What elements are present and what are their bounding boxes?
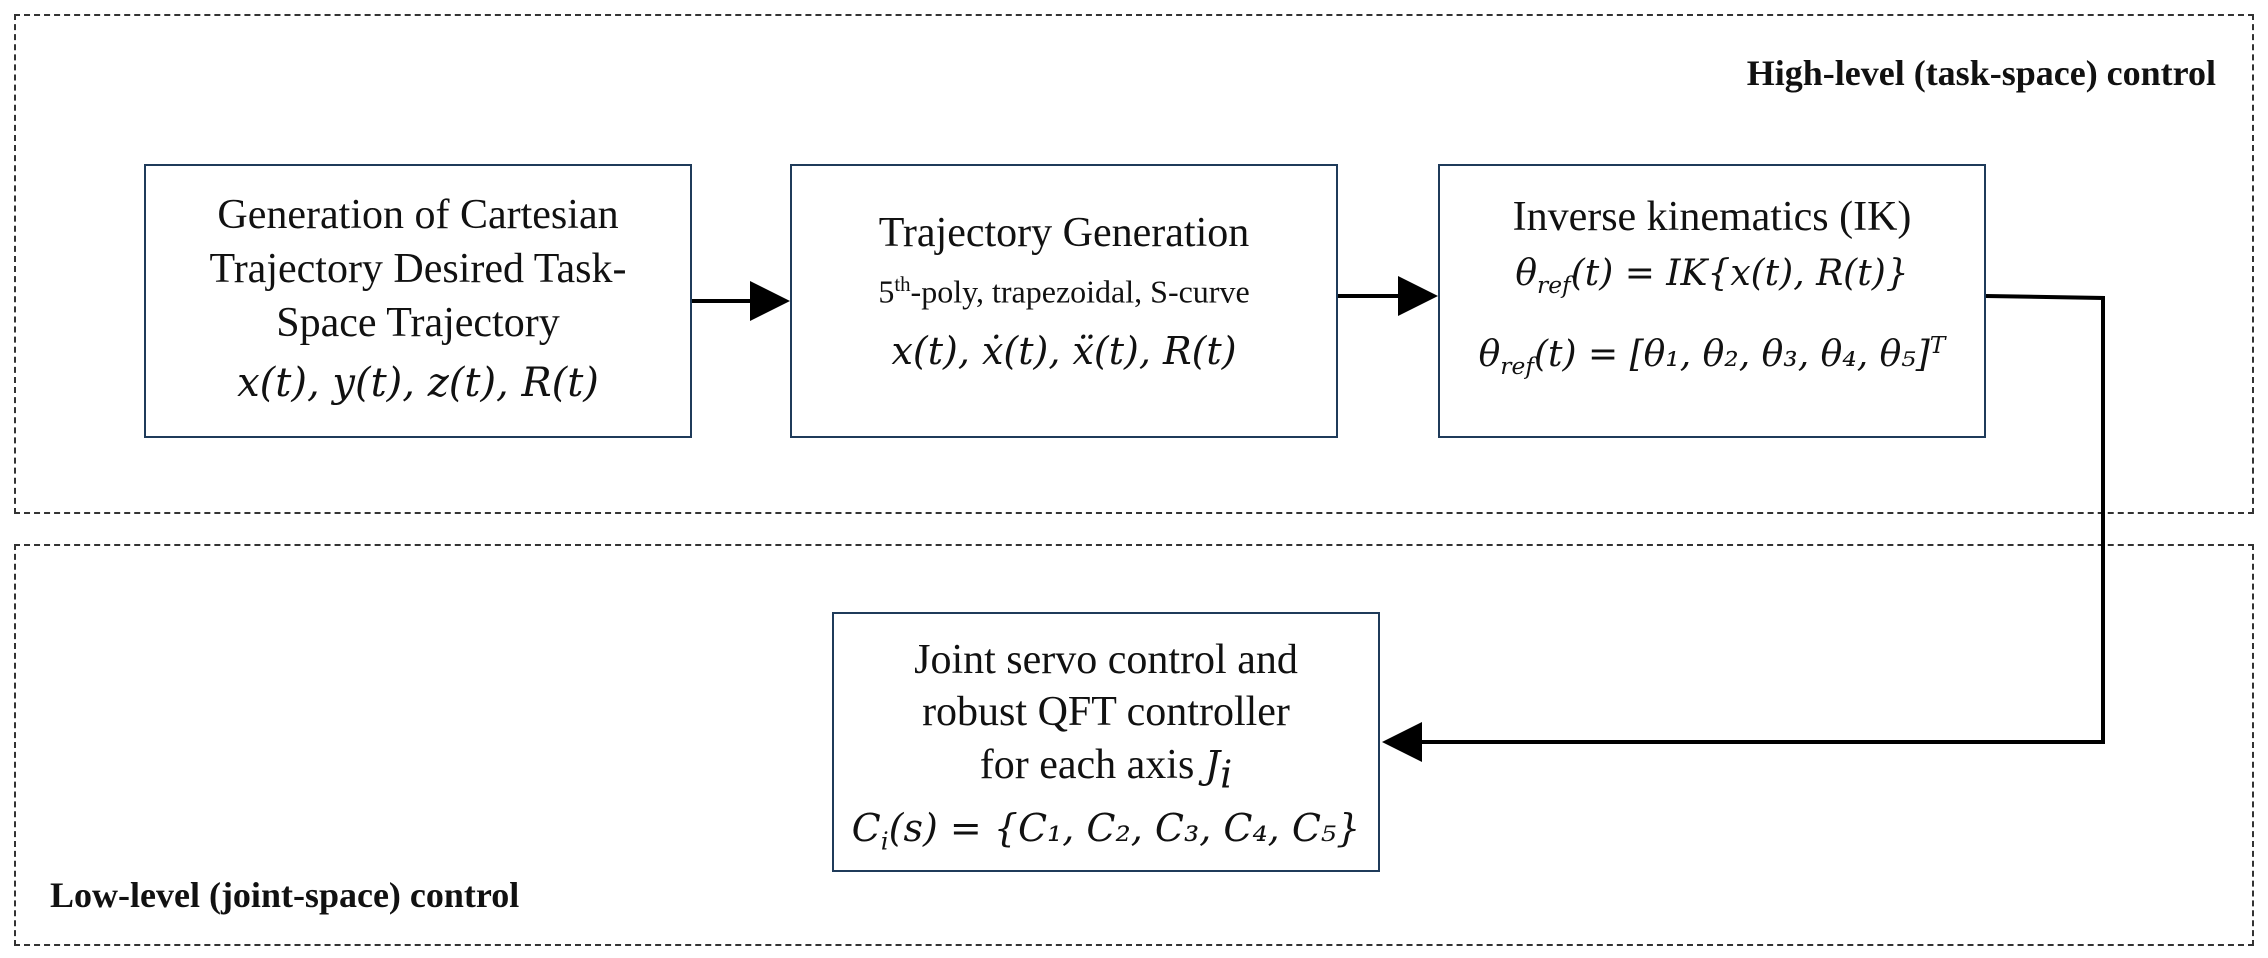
high-level-label: High-level (task-space) control: [1746, 53, 2216, 93]
ik-eq2-sup: T: [1929, 331, 1946, 360]
ik-eq2-theta: θ: [1478, 334, 1501, 376]
cartesian-equation: x(t), y(t), z(t), R(t): [237, 360, 599, 406]
joint-servo-block: Joint servo control and robust QFT contr…: [832, 612, 1380, 872]
methods-suffix: -poly, trapezoidal, S-curve: [910, 273, 1250, 310]
cartesian-line-3: Space Trajectory: [276, 300, 560, 346]
methods-prefix: 5: [878, 273, 895, 310]
arrow-ik-to-joint: [1382, 294, 2105, 762]
trajectory-generation-block: Trajectory Generation 5th-poly, trapezoi…: [790, 164, 1338, 438]
joint-axis-text: for each axis: [979, 742, 1205, 788]
low-level-region: Low-level (joint-space) control: [14, 544, 2254, 946]
joint-eq-symbol: C: [851, 806, 881, 851]
trajectory-equation: x(t), ẋ(t), ẍ(t), R(t): [891, 328, 1237, 373]
cartesian-line-2: Trajectory Desired Task-: [209, 246, 627, 292]
joint-eq-sub: i: [880, 826, 889, 856]
ik-eq1-sub: ref: [1537, 271, 1571, 300]
low-level-label: Low-level (joint-space) control: [50, 875, 520, 915]
ik-equation-1: θref(t) = IK{x(t), R(t)}: [1440, 244, 1984, 315]
trajectory-methods: 5th-poly, trapezoidal, S-curve: [792, 260, 1336, 317]
inverse-kinematics-block: Inverse kinematics (IK) θref(t) = IK{x(t…: [1438, 164, 1986, 438]
joint-eq-rest: (s) = {C₁, C₂, C₃, C₄, C₅}: [888, 806, 1361, 851]
ik-equation-2: θref(t) = [θ₁, θ₂, θ₃, θ₄, θ₅]T: [1440, 315, 1984, 396]
ik-title: Inverse kinematics (IK): [1512, 194, 1912, 240]
joint-axis-symbol: J: [1204, 743, 1221, 787]
ik-eq1-theta: θ: [1515, 253, 1538, 294]
ik-eq2-sub: ref: [1500, 352, 1534, 381]
high-level-region: High-level (task-space) control: [14, 14, 2254, 514]
joint-line-1: Joint servo control and: [914, 637, 1298, 683]
methods-sup: th: [894, 273, 911, 296]
joint-line-3: for each axis Ji: [834, 738, 1378, 801]
joint-equation: Ci(s) = {C₁, C₂, C₃, C₄, C₅}: [834, 801, 1378, 869]
trajectory-title: Trajectory Generation: [878, 210, 1250, 256]
cartesian-trajectory-block: Generation of Cartesian Trajectory Desir…: [144, 164, 692, 438]
cartesian-line-1: Generation of Cartesian: [217, 192, 619, 238]
ik-eq2-rest: (t) = [θ₁, θ₂, θ₃, θ₄, θ₅]: [1533, 334, 1930, 376]
joint-line-2: robust QFT controller: [922, 689, 1290, 735]
joint-axis-sub: i: [1220, 752, 1233, 797]
ik-eq1-rest: (t) = IK{x(t), R(t)}: [1570, 253, 1909, 294]
